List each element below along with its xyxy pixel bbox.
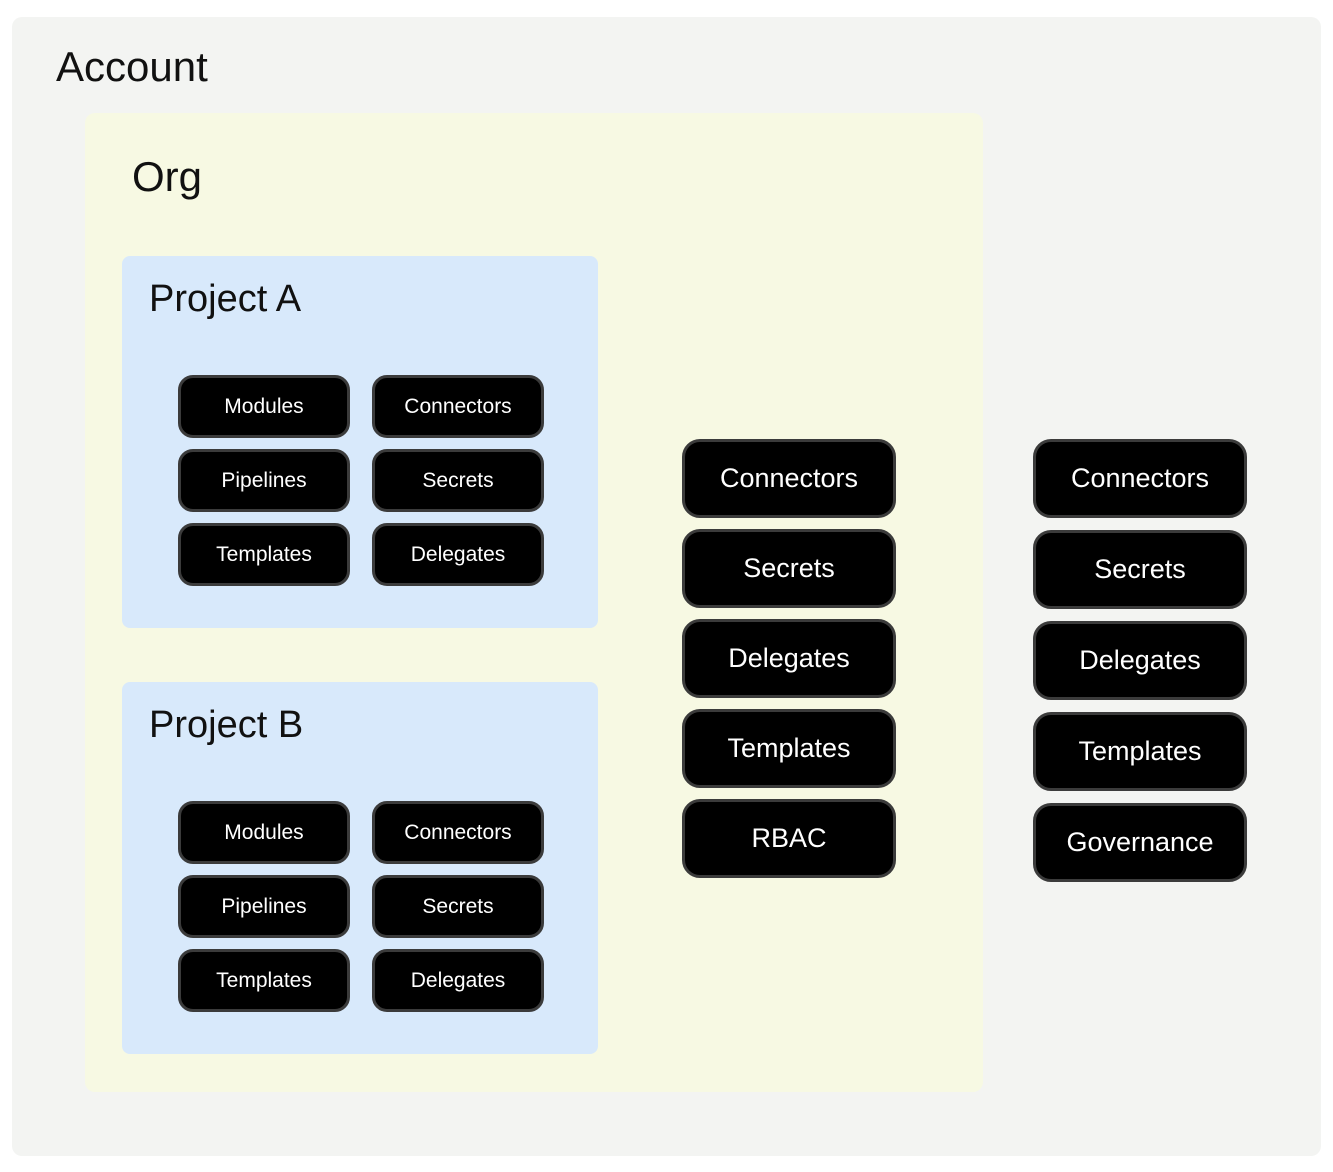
project-a-container: Project A Modules Connectors Pipelines S… (122, 256, 598, 628)
project-b-pill-pipelines: Pipelines (178, 875, 350, 938)
project-b-pill-modules: Modules (178, 801, 350, 864)
org-pill-connectors: Connectors (682, 439, 896, 518)
project-b-pill-delegates: Delegates (372, 949, 544, 1012)
org-pill-column: Connectors Secrets Delegates Templates R… (682, 439, 896, 878)
project-a-title: Project A (149, 278, 302, 320)
org-pill-delegates: Delegates (682, 619, 896, 698)
org-title: Org (132, 153, 203, 200)
org-pill-templates: Templates (682, 709, 896, 788)
project-b-pill-grid: Modules Connectors Pipelines Secrets Tem… (178, 801, 544, 1012)
account-container: Account Org Project A Modules Connectors… (12, 17, 1321, 1156)
project-a-pill-pipelines: Pipelines (178, 449, 350, 512)
project-a-pill-connectors: Connectors (372, 375, 544, 438)
account-pill-column: Connectors Secrets Delegates Templates G… (1033, 439, 1247, 882)
project-b-pill-connectors: Connectors (372, 801, 544, 864)
project-a-pill-modules: Modules (178, 375, 350, 438)
project-a-pill-delegates: Delegates (372, 523, 544, 586)
account-pill-governance: Governance (1033, 803, 1247, 882)
account-pill-delegates: Delegates (1033, 621, 1247, 700)
account-pill-templates: Templates (1033, 712, 1247, 791)
project-a-pill-secrets: Secrets (372, 449, 544, 512)
project-b-pill-secrets: Secrets (372, 875, 544, 938)
project-b-pill-templates: Templates (178, 949, 350, 1012)
project-a-pill-grid: Modules Connectors Pipelines Secrets Tem… (178, 375, 544, 586)
project-a-pill-templates: Templates (178, 523, 350, 586)
org-pill-secrets: Secrets (682, 529, 896, 608)
project-b-title: Project B (149, 704, 304, 746)
org-container: Org Project A Modules Connectors Pipelin… (85, 113, 983, 1092)
account-title: Account (56, 43, 208, 90)
account-pill-connectors: Connectors (1033, 439, 1247, 518)
account-pill-secrets: Secrets (1033, 530, 1247, 609)
org-pill-rbac: RBAC (682, 799, 896, 878)
project-b-container: Project B Modules Connectors Pipelines S… (122, 682, 598, 1054)
